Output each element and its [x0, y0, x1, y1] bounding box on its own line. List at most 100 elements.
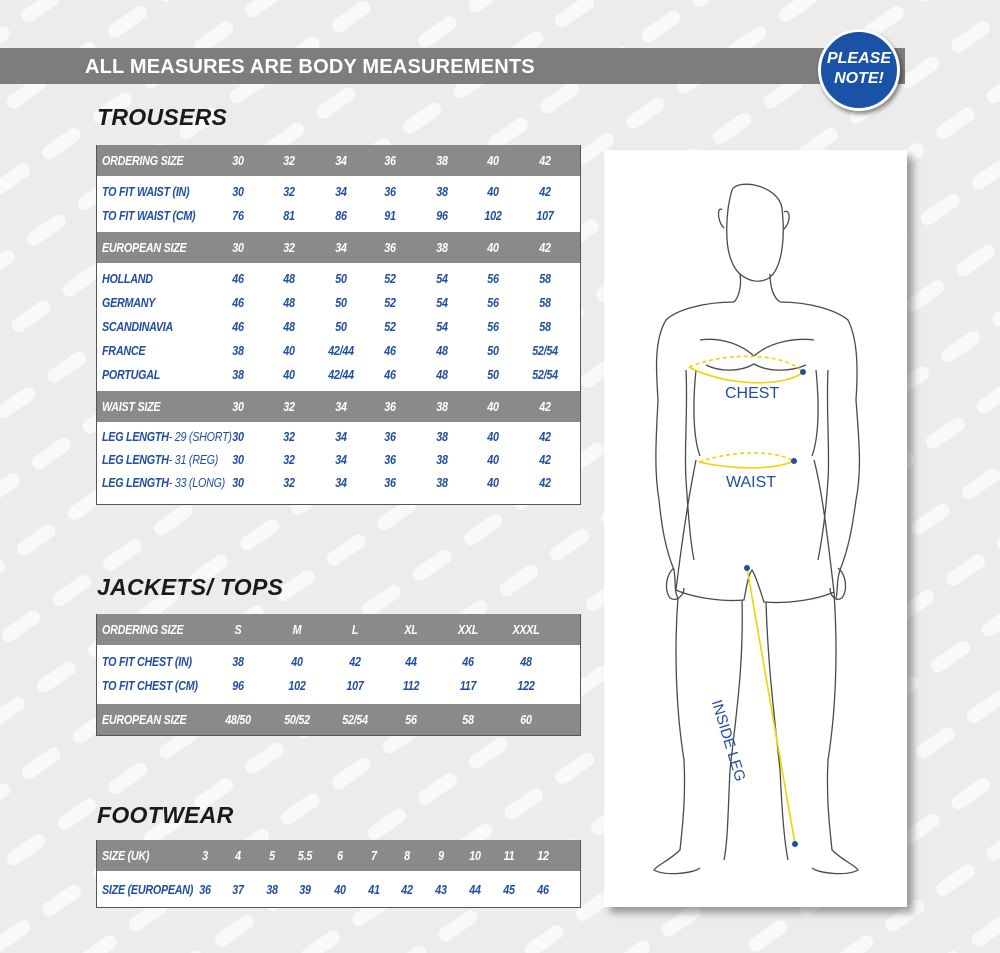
row-label: TO FIT WAIST (IN)	[102, 180, 190, 204]
table-cell: 9	[438, 848, 444, 863]
table-cell: M	[292, 622, 302, 637]
table-cell: 60	[520, 712, 532, 727]
table-cell: 96	[436, 209, 448, 223]
row-label: TO FIT CHEST (IN)	[102, 650, 192, 674]
badge-line-1: PLEASE	[826, 50, 891, 67]
table-cell: 52	[384, 272, 396, 286]
table-cell: 42	[349, 655, 361, 669]
table-cell: 42	[401, 882, 413, 897]
table-cell: 40	[291, 655, 303, 669]
table-cell: 46	[384, 368, 396, 382]
table-cell: 34	[335, 399, 347, 414]
table-cell: 40	[487, 429, 499, 444]
row-label-text: SIZE (EUROPEAN)	[102, 882, 194, 897]
banner-text: ALL MEASURES ARE BODY MEASUREMENTS	[85, 56, 535, 78]
table-cell: 8	[404, 848, 410, 863]
row-label-suffix: - 31 (REG)	[168, 452, 219, 467]
table-cell: 32	[283, 153, 295, 168]
badge-line-2: NOTE!	[834, 70, 884, 87]
row-label: LEG LENGTH - 29 (SHORT)	[102, 425, 232, 448]
table-cell: 107	[536, 209, 554, 223]
table-cell: 38	[436, 185, 448, 199]
chest-label: CHEST	[725, 385, 780, 402]
header-banner: ALL MEASURES ARE BODY MEASUREMENTS	[0, 48, 905, 84]
table-cell: 38	[232, 655, 244, 669]
table-cell: 32	[283, 399, 295, 414]
table-cell: 38	[436, 240, 448, 255]
table-cell: 54	[436, 320, 448, 334]
table-cell: 54	[436, 272, 448, 286]
row-spacer	[97, 905, 580, 907]
table-cell: 11	[503, 848, 515, 863]
table-cell: 6	[337, 848, 343, 863]
table-cell: 30	[232, 185, 244, 199]
table-cell: 86	[335, 209, 347, 223]
table-cell: 30	[232, 452, 244, 467]
table-cell: 40	[283, 368, 295, 382]
table-cell: 46	[384, 344, 396, 358]
trousers-table: ORDERING SIZE 30 32 34 36 38 40 42 TO FIT WAIST …	[96, 145, 581, 505]
row-label: SIZE (UK)	[102, 840, 150, 871]
body-outline-illustration	[653, 183, 861, 875]
table-cell: 46	[232, 272, 244, 286]
row-label-text: ORDERING SIZE	[102, 622, 184, 637]
table-cell: 30	[232, 153, 244, 168]
table-cell: 58	[539, 296, 551, 310]
table-cell: 44	[405, 655, 417, 669]
table-cell: 30	[232, 240, 244, 255]
table-cell: 48	[283, 320, 295, 334]
table-cell: 48/50	[225, 712, 251, 727]
table-cell: 76	[232, 209, 244, 223]
table-cell: 50	[487, 344, 499, 358]
table-cell: 48	[436, 368, 448, 382]
table-cell: 36	[199, 882, 211, 897]
table-cell: 38	[436, 475, 448, 490]
table-cell: XL	[404, 622, 418, 637]
table-cell: 34	[335, 153, 347, 168]
table-cell: 40	[487, 240, 499, 255]
table-cell: 30	[232, 475, 244, 490]
row-label: SCANDINAVIA	[102, 315, 173, 339]
table-cell: 32	[283, 475, 295, 490]
table-cell: 42	[539, 399, 551, 414]
table-cell: 10	[469, 848, 481, 863]
row-label: SIZE (EUROPEAN)	[102, 874, 193, 905]
table-cell: 102	[484, 209, 502, 223]
table-cell: 42	[539, 452, 551, 467]
row-label-text: SCANDINAVIA	[102, 320, 174, 334]
table-cell: 32	[283, 240, 295, 255]
table-cell: 4	[235, 848, 241, 863]
table-cell: 12	[537, 848, 549, 863]
table-cell: 45	[503, 882, 515, 897]
table-cell: 38	[436, 452, 448, 467]
table-cell: 52/54	[342, 712, 368, 727]
table-cell: 42	[539, 185, 551, 199]
table-cell: 46	[462, 655, 474, 669]
row-label-text: FRANCE	[102, 344, 146, 358]
table-cell: 40	[334, 882, 346, 897]
table-cell: 56	[405, 712, 417, 727]
table-cell: 38	[232, 368, 244, 382]
please-note-badge: PLEASE NOTE!	[818, 29, 900, 111]
table-cell: 42	[539, 240, 551, 255]
row-label-text: TO FIT CHEST (CM)	[102, 679, 198, 693]
table-cell: 50	[335, 296, 347, 310]
table-cell: 34	[335, 475, 347, 490]
table-cell: 50	[487, 368, 499, 382]
table-cell: 36	[384, 240, 396, 255]
row-spacer	[97, 494, 580, 504]
row-label: TO FIT CHEST (CM)	[102, 674, 198, 698]
row-label-text: ORDERING SIZE	[102, 153, 184, 168]
table-cell: 32	[283, 185, 295, 199]
table-cell: 36	[384, 185, 396, 199]
row-label: ORDERING SIZE	[102, 145, 184, 176]
